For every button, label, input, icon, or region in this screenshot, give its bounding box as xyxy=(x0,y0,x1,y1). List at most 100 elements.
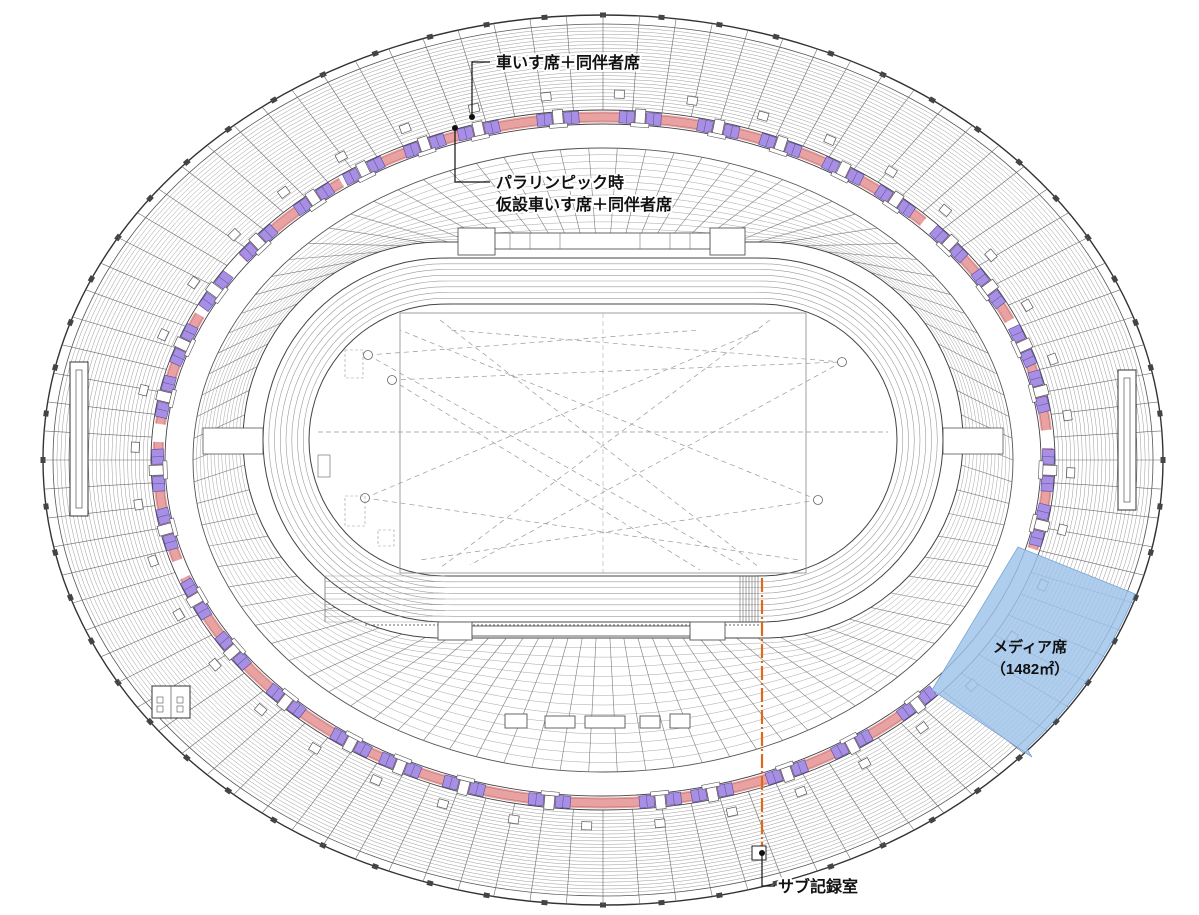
throwing-sector-line xyxy=(367,354,741,566)
radial-aisle-line xyxy=(942,166,1025,230)
structural-column xyxy=(66,593,74,602)
access-stair-landing xyxy=(169,517,179,537)
seat-divider xyxy=(359,743,366,755)
radial-aisle-line xyxy=(328,637,426,693)
radial-aisle-line xyxy=(53,528,160,548)
structural-column xyxy=(541,899,548,906)
radial-aisle-line xyxy=(476,163,539,243)
radial-aisle-line xyxy=(85,593,186,631)
structural-column xyxy=(43,503,49,510)
seat-divider xyxy=(321,186,329,197)
seat-divider xyxy=(348,171,355,183)
radial-aisle-line xyxy=(924,322,989,354)
throwing-sector-line xyxy=(367,329,701,356)
radial-aisle-line xyxy=(803,633,899,677)
wheelchair-seat-group xyxy=(1028,502,1052,548)
track-lane-line xyxy=(285,280,921,600)
throwing-circle xyxy=(813,495,823,505)
south-stand-room xyxy=(544,715,576,729)
radial-aisle-line xyxy=(100,262,198,306)
vomitory-marker xyxy=(794,785,808,798)
radial-aisle-line xyxy=(350,213,449,243)
seat-divider xyxy=(703,120,707,132)
seat-divider xyxy=(653,113,655,126)
radial-aisle-line xyxy=(137,212,228,266)
seat-divider xyxy=(184,584,195,591)
radial-aisle-line xyxy=(757,637,856,707)
radial-aisle-line xyxy=(609,637,618,772)
north-bridge xyxy=(494,232,711,250)
radial-aisle-line xyxy=(748,38,784,129)
radial-aisle-line xyxy=(853,89,915,170)
seat-divider xyxy=(435,135,440,148)
east-screen-frame xyxy=(1117,369,1137,511)
radial-aisle-line xyxy=(900,125,973,198)
radial-aisle-line xyxy=(609,148,618,243)
radial-aisle-line xyxy=(503,637,554,763)
structural-column xyxy=(772,33,780,40)
radial-aisle-line xyxy=(196,390,250,417)
jump-pit xyxy=(377,529,395,547)
access-stair-landing xyxy=(774,760,795,772)
access-stair-marker xyxy=(1042,464,1058,476)
throwing-circle xyxy=(387,375,397,385)
radial-aisle-line xyxy=(117,237,212,286)
seat-divider xyxy=(797,762,802,774)
structural-column xyxy=(1110,637,1119,645)
wheelchair-seat-group xyxy=(764,759,809,786)
radial-aisle-line xyxy=(493,23,516,117)
access-stair-landing xyxy=(195,586,209,605)
radial-aisle-line xyxy=(240,592,316,607)
radial-aisle-line xyxy=(719,30,749,122)
media-seating-area xyxy=(931,546,1136,758)
west-gate-gap xyxy=(202,427,264,455)
radial-aisle-line xyxy=(588,637,597,772)
seat-divider xyxy=(954,248,963,258)
throwing-sector-line xyxy=(419,499,819,561)
seat-divider xyxy=(1029,376,1042,381)
sub-record-room-label: サブ記録室 xyxy=(778,877,858,896)
east-screen-inner xyxy=(1123,377,1131,503)
track-lane-line xyxy=(291,286,915,594)
access-stair-landing xyxy=(1038,460,1044,480)
radial-aisle-line xyxy=(271,260,357,277)
structural-column xyxy=(426,880,434,887)
radial-aisle-line xyxy=(201,366,258,396)
seat-divider xyxy=(771,771,777,783)
throwing-sector-line xyxy=(399,329,819,501)
vomitory-marker xyxy=(1046,352,1059,366)
radial-aisle-line xyxy=(307,633,403,677)
radial-aisle-line xyxy=(322,74,378,158)
structural-column xyxy=(269,816,278,824)
access-stair-marker xyxy=(654,794,667,810)
throwing-sector-line xyxy=(364,497,801,561)
structural-column xyxy=(87,275,96,283)
wheelchair-seat-group xyxy=(1008,324,1038,369)
radial-aisle-line xyxy=(117,634,212,683)
radial-aisle-line xyxy=(826,627,918,661)
seat-divider xyxy=(535,793,537,806)
access-stair-marker xyxy=(148,464,164,476)
access-stair-landing xyxy=(393,753,413,765)
access-stair-landing xyxy=(701,781,721,790)
seat-divider xyxy=(1036,402,1049,407)
radial-aisle-line xyxy=(529,806,545,902)
structural-column xyxy=(66,318,74,327)
radial-aisle-line xyxy=(908,303,978,334)
wheelchair-seat-group xyxy=(456,119,501,142)
radial-aisle-line xyxy=(682,170,757,243)
structural-column xyxy=(146,717,154,726)
wheelchair-seats xyxy=(148,108,1058,811)
structural-column xyxy=(426,33,434,40)
wheelchair-seat-group xyxy=(618,108,662,129)
radial-aisle-line xyxy=(322,762,378,846)
radial-aisle-line xyxy=(397,637,489,731)
structural-column xyxy=(52,363,59,372)
radial-aisle-line xyxy=(228,303,298,334)
track-lane-line xyxy=(302,297,904,583)
wheelchair-seat-group xyxy=(929,224,969,264)
vomitory-marker xyxy=(938,203,953,218)
structural-column xyxy=(1147,548,1154,557)
wheelchair-seat-group xyxy=(970,267,1007,310)
throwing-sector-line xyxy=(439,319,771,569)
